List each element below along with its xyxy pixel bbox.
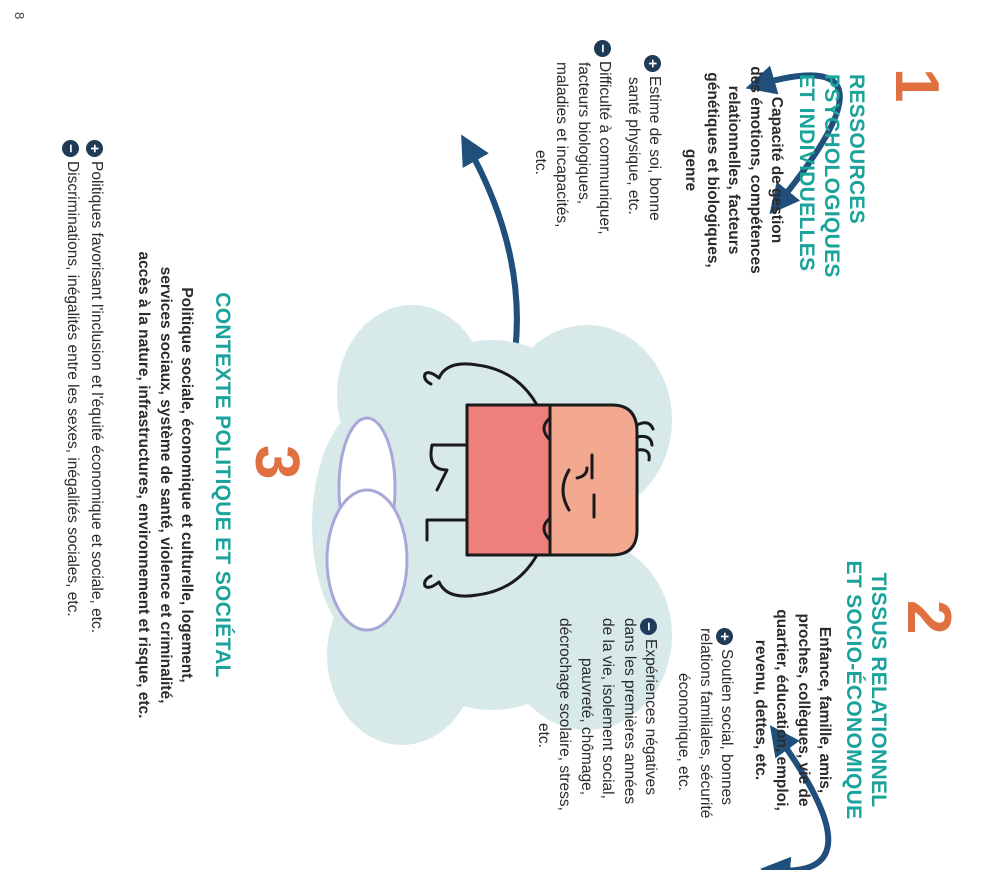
section-3-positive-line: Politiques favorisant l'inclusion et l'é… — [88, 161, 105, 634]
section-2-positive-line: Soutien social, bonnes — [718, 649, 735, 805]
section-2-negative-line: dans les premières années — [620, 618, 638, 805]
section-1-description: Capacité de gestion des émotions, compét… — [680, 40, 787, 300]
section-2-description-line: proches, collègues, vie de — [794, 613, 812, 807]
section-2-positive-line: économique, etc. — [675, 673, 693, 792]
minus-circle-icon: − — [62, 140, 79, 157]
section-3-title-line: CONTEXTE POLITIQUE ET SOCIÉTAL — [211, 292, 234, 678]
section-1-negative-line: maladies et incapacités, — [553, 62, 571, 228]
section-1-description-line: Capacité de gestion — [768, 96, 785, 244]
section-2-title: TISSUS RELATIONNEL ET SOCIO-ÉCONOMIQUE — [841, 540, 891, 840]
section-2-negative: − Expériences négatives dans les première… — [533, 618, 661, 811]
section-1-negative-line: facteurs biologiques, — [574, 62, 592, 205]
section-1-title-line: ET INDIVIDUELLES — [794, 74, 818, 272]
section-1-negative: − Difficulté à communiquer, facteurs biol… — [530, 40, 616, 235]
section-2-negative-line: etc. — [535, 723, 553, 748]
section-1-title: RESSOURCES PSYCHOLOGIQUES ET INDIVIDUELL… — [793, 74, 869, 278]
section-2-title-line: ET SOCIO-ÉCONOMIQUE — [841, 560, 865, 820]
section-2-number: 2 — [894, 600, 963, 635]
section-1-positive: + Estime de soi, bonne santé physique, et… — [622, 55, 665, 221]
section-2-negative-line: de la vie, isolement social, — [599, 618, 617, 799]
section-2-positive-line: relations familiales, sécurité — [696, 628, 714, 819]
section-1-negative-line: etc. — [531, 150, 549, 175]
section-3-positive: + Politiques favorisant l'inclusion et l'… — [86, 140, 107, 633]
section-3-negative: − Discriminations, inégalités entre les s… — [62, 140, 83, 617]
section-1-title-line: PSYCHOLOGIQUES — [819, 74, 843, 278]
section-1-description-line: des émotions, compétences — [746, 66, 764, 274]
minus-circle-icon: − — [640, 618, 657, 635]
section-3-number: 3 — [242, 445, 311, 480]
section-3-negative-line: Discriminations, inégalités entre les se… — [64, 161, 81, 617]
section-2-negative-line: pauvreté, chômage, — [577, 658, 595, 796]
plus-circle-icon: + — [86, 140, 103, 157]
section-3-description-line: services sociaux, système de santé, viol… — [156, 266, 174, 704]
section-2-negative-line: décrochage scolaire, stress, — [556, 618, 574, 811]
section-3-description-line: Politique sociale, économique et culture… — [178, 287, 195, 683]
curved-arrow-icon — [745, 65, 843, 215]
plus-circle-icon: + — [644, 55, 661, 72]
meditating-person-icon — [325, 362, 655, 632]
section-2-title-line: TISSUS RELATIONNEL — [867, 572, 890, 808]
section-1-positive-line: Estime de soi, bonne — [646, 76, 663, 221]
curved-arrow-icon — [760, 725, 832, 870]
section-3-description: Politique sociale, économique et culture… — [133, 175, 197, 795]
section-2-negative-line: Expériences négatives — [642, 639, 659, 795]
page-number: 8 — [12, 12, 27, 20]
section-1-negative-line: Difficulté à communiquer, — [596, 61, 613, 235]
minus-circle-icon: − — [594, 40, 611, 57]
section-1-description-line: relationnelles, facteurs — [725, 85, 743, 255]
section-1-number: 1 — [882, 68, 951, 103]
section-2-positive: + Soutien social, bonnes relations famili… — [673, 628, 737, 818]
section-2-description: Enfance, famille, amis, proches, collègu… — [750, 580, 836, 840]
section-2-description-line: Enfance, famille, amis, — [816, 626, 833, 794]
section-1-title-line: RESSOURCES — [845, 74, 868, 225]
section-3-description-line: accès à la nature, infrastructures, envi… — [135, 251, 153, 719]
section-1-description-line: genre — [682, 148, 700, 192]
section-3-title: CONTEXTE POLITIQUE ET SOCIÉTAL — [210, 260, 235, 710]
section-2-description-line: revenu, dettes, etc. — [751, 639, 769, 781]
section-2-description-line: quartier, éducation, emploi, — [773, 609, 791, 811]
section-1-description-line: génétiques et biologiques, — [703, 72, 721, 268]
section-1-positive-line: santé physique, etc. — [624, 77, 642, 215]
plus-circle-icon: + — [716, 628, 733, 645]
